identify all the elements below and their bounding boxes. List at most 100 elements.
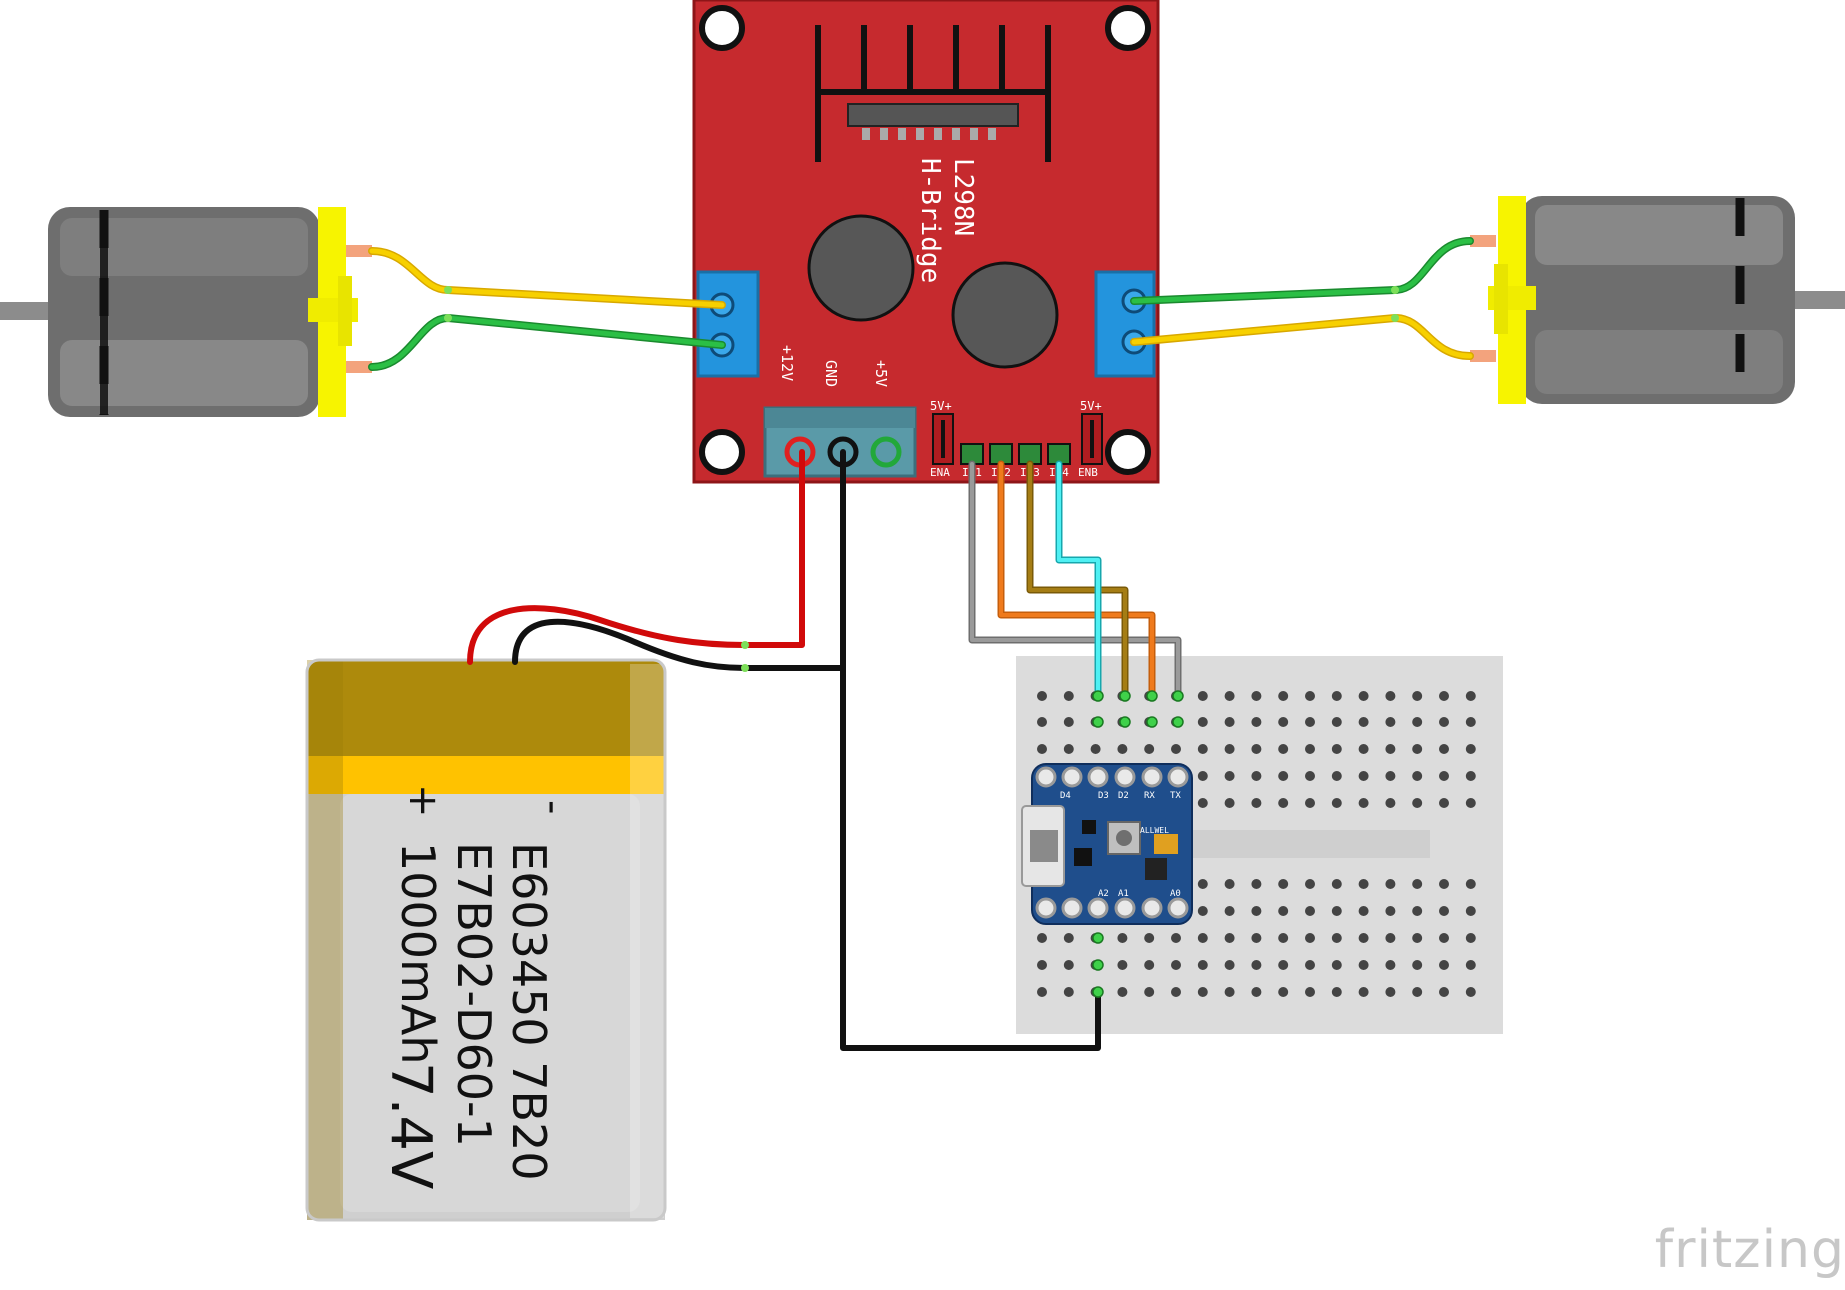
mcu-pin [1061,766,1083,788]
mcu-label-d2: D2 [1118,791,1129,801]
breadboard-hole [1224,691,1235,701]
breadboard-hole [1439,691,1449,701]
breadboard-hole [1278,744,1289,754]
battery-voltage: 7.4V [378,1062,443,1189]
breadboard-hole [1090,744,1101,754]
mcu-label-a2: A2 [1098,889,1109,899]
breadboard-hole [1197,744,1208,754]
mcu-brand: ALLWEL [1140,826,1169,835]
breadboard-hole [1358,987,1369,997]
microcontroller-board: D4 D3 D2 RX TX ALLWEL A2 A1 A0 [1021,763,1193,925]
breadboard-hole [1251,879,1262,889]
wire-battery-black [512,618,846,671]
breadboard-hole [1224,879,1235,889]
lipo-battery: - + E603450 7B20 E7B02-D60-1 1000mAh 7.4… [305,658,667,1222]
breadboard-hole [1037,933,1047,943]
breadboard-hole [1465,744,1476,754]
breadboard-hole [1412,717,1423,727]
breadboard-hole [1251,717,1262,727]
breadboard-hole [1278,933,1289,943]
breadboard-hole [1412,933,1423,943]
mcu-pin [1035,766,1057,788]
breadboard-hole [1251,771,1262,781]
mcu-top-labels: D4 D3 D2 RX TX ALLWEL A2 A1 A0 [1060,791,1181,899]
breadboard-hole [1063,717,1074,727]
breadboard-hole [1144,960,1155,970]
breadboard-hole [1197,987,1208,997]
pin-label-gnd: GND [822,360,840,387]
breadboard-hole [1037,691,1047,701]
breadboard-hole [1331,771,1342,781]
breadboard-hole [1465,987,1476,997]
breadboard-hole [1439,771,1449,781]
board-subtitle: H-Bridge [915,158,945,283]
breadboard-hole [1331,717,1342,727]
breadboard-hole-connected [1092,716,1104,728]
battery-line3: 1000mAh [391,842,445,1065]
breadboard-hole [1251,987,1262,997]
jumper-label-left: 5V+ [930,399,952,413]
breadboard-hole-connected [1146,716,1158,728]
breadboard-hole [1465,691,1476,701]
mounting-hole [699,5,745,51]
breadboard-hole [1305,960,1315,970]
breadboard-hole [1385,933,1396,943]
breadboard-hole [1063,744,1074,754]
breadboard-hole [1465,933,1476,943]
breadboard-hole [1385,798,1396,808]
mounting-hole [699,429,745,475]
breadboard-hole [1331,744,1342,754]
battery-line1: E603450 7B20 [502,842,556,1181]
breadboard-hole [1331,960,1342,970]
mcu-pin [1114,897,1136,919]
breadboard-hole [1278,717,1289,727]
breadboard-hole [1305,987,1315,997]
mcu-label-tx: TX [1170,791,1181,801]
mcu-label-a0: A0 [1170,889,1181,899]
breadboard-hole [1197,771,1208,781]
breadboard-hole [1358,798,1369,808]
left-motor [0,207,372,417]
mcu-label-d4: D4 [1060,791,1071,801]
breadboard-hole [1412,960,1423,970]
breadboard-hole [1305,744,1315,754]
breadboard-hole-connected [1172,690,1184,702]
mcu-pin [1114,766,1136,788]
mcu-label-rx: RX [1144,791,1155,801]
breadboard-hole [1465,879,1476,889]
pin-label-12v: +12V [778,345,796,381]
breadboard-hole [1358,744,1369,754]
breadboard-hole [1278,771,1289,781]
breadboard-hole [1439,960,1449,970]
breadboard-hole-connected [1092,959,1104,971]
breadboard-hole [1439,987,1449,997]
breadboard-hole [1358,906,1369,916]
breadboard-hole [1331,906,1342,916]
breadboard-hole-connected [1119,716,1131,728]
breadboard-hole [1385,987,1396,997]
breadboard-hole [1305,717,1315,727]
breadboard-hole [1278,906,1289,916]
breadboard-hole [1063,960,1074,970]
breadboard-hole-connected [1092,690,1104,702]
wires [368,237,1474,1051]
breadboard-hole [1063,691,1074,701]
breadboard-hole [1412,879,1423,889]
breadboard-hole [1385,906,1396,916]
breadboard-hole [1465,906,1476,916]
battery-line2: E7B02-D60-1 [447,842,501,1147]
breadboard-hole-connected [1119,690,1131,702]
capacitor [951,261,1059,369]
breadboard-hole [1331,933,1342,943]
breadboard-hole [1224,906,1235,916]
breadboard-hole [1331,798,1342,808]
mounting-hole [1105,5,1151,51]
breadboard-active-holes [1092,690,1184,998]
l298n-board: L298N H-Bridge +12V GND +5V 5V+ 5V+ [692,0,1160,484]
breadboard-hole [1224,987,1235,997]
breadboard-hole [1305,906,1315,916]
breadboard-hole [1358,717,1369,727]
mcu-pins-bottom [1035,897,1189,919]
breadboard-hole [1063,933,1074,943]
breadboard-hole [1305,933,1315,943]
